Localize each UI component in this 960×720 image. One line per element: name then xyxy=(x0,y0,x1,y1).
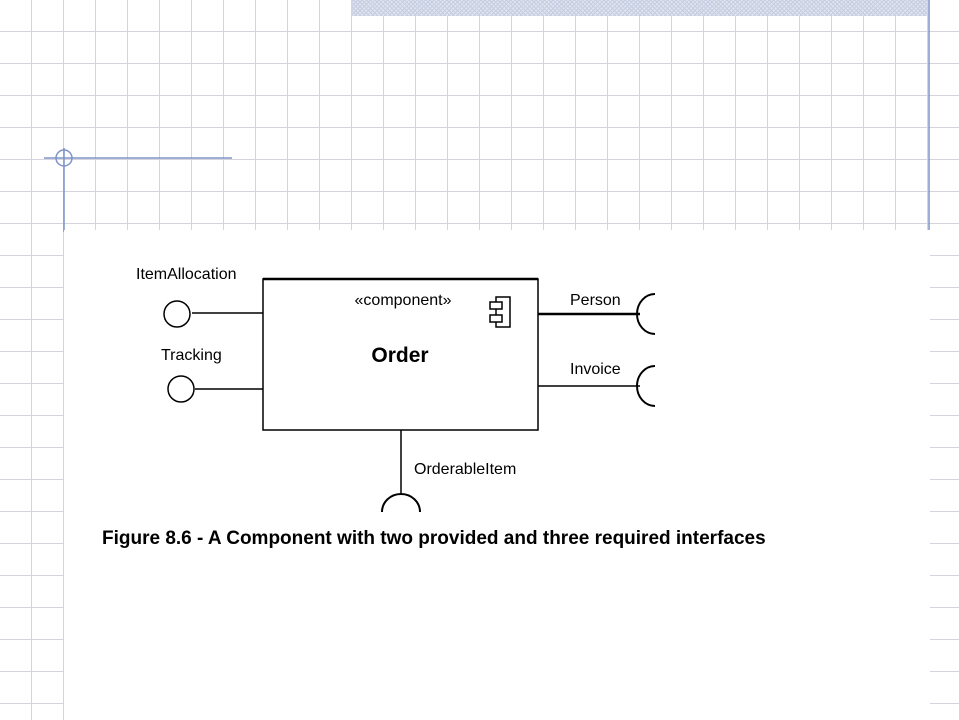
person-label: Person xyxy=(570,292,621,309)
tracking-label: Tracking xyxy=(161,347,222,364)
required-interface-invoice: Invoice xyxy=(538,361,656,407)
orderableitem-label: OrderableItem xyxy=(414,461,516,478)
provided-interface-tracking: Tracking xyxy=(161,347,263,403)
component-stereotype: «component» xyxy=(355,292,452,309)
figure-caption: Figure 8.6 - A Component with two provid… xyxy=(102,528,766,549)
orderableitem-socket-icon xyxy=(381,493,421,513)
invoice-socket-icon xyxy=(636,365,656,407)
component-icon xyxy=(489,296,511,328)
provided-interface-itemallocation: ItemAllocation xyxy=(136,266,263,328)
person-socket-icon xyxy=(636,293,656,335)
component-name: Order xyxy=(371,344,428,367)
tracking-lollipop-icon xyxy=(167,375,195,403)
invoice-label: Invoice xyxy=(570,361,621,378)
required-interface-orderableitem: OrderableItem xyxy=(381,430,516,513)
decor-circle-icon xyxy=(55,149,73,167)
itemallocation-label: ItemAllocation xyxy=(136,266,237,283)
header-band xyxy=(352,0,928,16)
required-interface-person: Person xyxy=(538,292,656,335)
itemallocation-lollipop-icon xyxy=(163,300,191,328)
